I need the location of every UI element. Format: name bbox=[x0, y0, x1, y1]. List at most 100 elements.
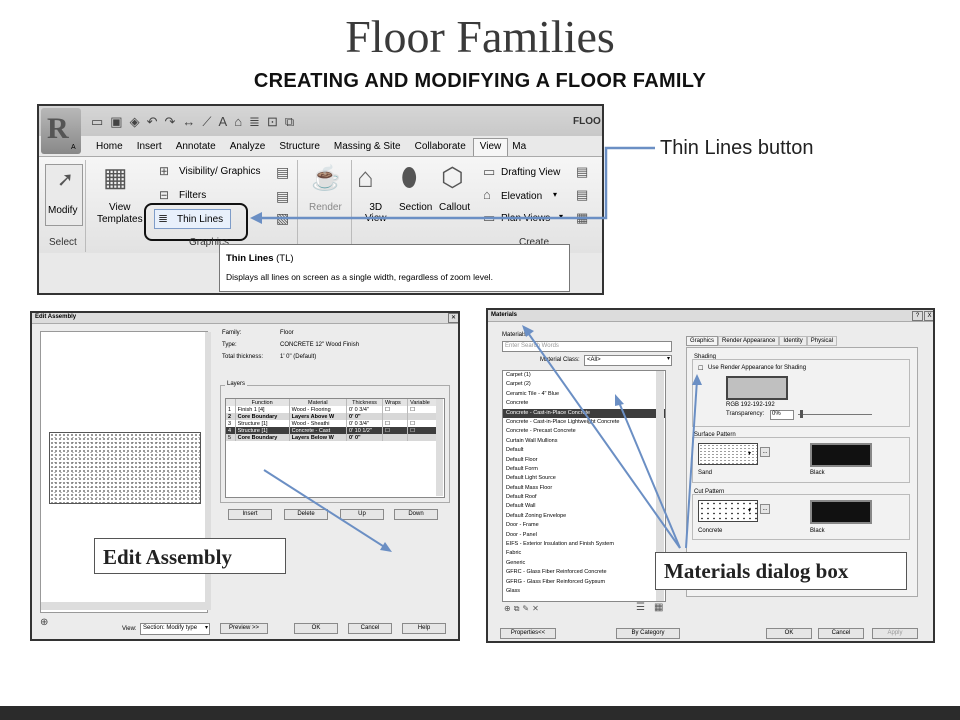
insert-button[interactable]: Insert bbox=[228, 509, 272, 520]
properties-button[interactable]: Properties<< bbox=[500, 628, 556, 639]
variable-checkbox[interactable]: ☐ bbox=[407, 420, 438, 427]
material-class-select[interactable]: <All> ▾ bbox=[584, 355, 672, 366]
undo-icon[interactable]: ↶ bbox=[146, 114, 165, 129]
list-item[interactable]: Default Floor bbox=[506, 456, 538, 463]
ok-button[interactable]: OK bbox=[766, 628, 812, 639]
row-function[interactable]: Core Boundary bbox=[235, 434, 290, 441]
list-item[interactable]: Default bbox=[506, 447, 524, 454]
list-item[interactable]: Door - Panel bbox=[506, 531, 537, 538]
row-material[interactable]: Wood - Flooring bbox=[289, 406, 348, 413]
search-input[interactable]: Enter Search Words bbox=[502, 341, 672, 352]
list-item[interactable]: Carpet (1) bbox=[506, 372, 531, 378]
list-item[interactable]: Ceramic Tile - 4" Blue bbox=[506, 390, 559, 397]
thin-lines-qat-icon[interactable]: ≣ bbox=[249, 114, 267, 129]
elevation-dropdown-icon[interactable]: ▾ bbox=[553, 190, 558, 199]
down-button[interactable]: Down bbox=[394, 509, 438, 520]
elevation-button[interactable]: Elevation bbox=[501, 191, 543, 202]
row-thickness[interactable]: 0' 0 3/4" bbox=[346, 406, 383, 413]
pattern-dropdown-icon[interactable]: ▾ bbox=[748, 508, 752, 514]
list-item[interactable]: Default Roof bbox=[506, 494, 537, 501]
tab-insert[interactable]: Insert bbox=[136, 141, 162, 152]
view-templates-button[interactable]: View Templates bbox=[97, 202, 143, 225]
visibility-graphics-button[interactable]: Visibility/ Graphics bbox=[179, 166, 261, 177]
transparency-input[interactable]: 0% bbox=[770, 410, 794, 420]
help-button[interactable]: Help bbox=[402, 623, 446, 634]
close-icon[interactable]: ✕ bbox=[448, 313, 458, 323]
row-material[interactable]: Concrete - Cast bbox=[289, 427, 348, 434]
variable-checkbox[interactable]: ☐ bbox=[407, 406, 438, 413]
switch-windows-icon[interactable]: ⧉ bbox=[284, 114, 302, 129]
transparency-slider[interactable] bbox=[798, 414, 872, 415]
up-button[interactable]: Up bbox=[340, 509, 384, 520]
section-button[interactable]: Section bbox=[399, 202, 433, 213]
row-function[interactable]: Structure [1] bbox=[235, 420, 290, 427]
drafting-view-button[interactable]: Drafting View bbox=[501, 167, 561, 178]
tab-identity[interactable]: Identity bbox=[779, 336, 807, 346]
measure-icon[interactable]: ↔ bbox=[182, 114, 203, 129]
open-icon[interactable]: ▭ bbox=[91, 114, 111, 129]
tab-analyze[interactable]: Analyze bbox=[229, 141, 266, 152]
zoom-icon[interactable]: ⊕ bbox=[40, 617, 49, 628]
surface-pattern-more-button[interactable]: ... bbox=[760, 447, 770, 457]
tab-manage[interactable]: Ma bbox=[512, 141, 527, 152]
view-select[interactable]: Section: Modify type ▾ bbox=[140, 623, 210, 635]
wraps-checkbox[interactable]: ☐ bbox=[382, 420, 409, 427]
sand-pattern-swatch[interactable] bbox=[698, 443, 758, 465]
table-row[interactable]: 2 Core Boundary Layers Above W 0' 0" bbox=[226, 413, 438, 420]
list-view-icon[interactable]: ☰ bbox=[636, 602, 645, 613]
preview-hscroll[interactable] bbox=[41, 602, 211, 610]
table-row[interactable]: 5 Core Boundary Layers Below W 0' 0" bbox=[226, 434, 438, 441]
row-material[interactable]: Layers Below W bbox=[289, 434, 348, 441]
row-thickness[interactable]: 0' 0 3/4" bbox=[346, 420, 383, 427]
wraps-checkbox[interactable]: ☐ bbox=[382, 427, 409, 434]
list-item[interactable]: Curtain Wall Mullions bbox=[506, 437, 558, 444]
tab-collaborate[interactable]: Collaborate bbox=[414, 141, 466, 152]
shading-color-swatch[interactable] bbox=[726, 376, 788, 400]
grid-view-icon[interactable]: ▦ bbox=[654, 602, 664, 613]
list-item[interactable]: Concrete - Cast-in-Place Lightweight Con… bbox=[506, 418, 620, 425]
close-icon[interactable]: X bbox=[924, 311, 933, 321]
row-thickness[interactable]: 0' 0" bbox=[346, 413, 383, 420]
tab-massing-site[interactable]: Massing & Site bbox=[333, 141, 401, 152]
plan-views-dropdown-icon[interactable]: ▾ bbox=[559, 212, 564, 221]
plan-views-button[interactable]: Plan Views bbox=[501, 213, 551, 224]
help-icon[interactable]: ? bbox=[912, 311, 923, 321]
dimension-icon[interactable]: ⟋ bbox=[202, 114, 219, 129]
save-icon[interactable]: ▣ bbox=[110, 114, 130, 129]
apply-button[interactable]: Apply bbox=[872, 628, 918, 639]
list-item[interactable]: Fabric bbox=[506, 550, 522, 557]
list-item[interactable]: EIFS - Exterior Insulation and Finish Sy… bbox=[506, 541, 614, 548]
delete-button[interactable]: Delete bbox=[284, 509, 328, 520]
cut-color-swatch[interactable] bbox=[810, 500, 872, 524]
table-row[interactable]: 1 Finish 1 [4] Wood - Flooring 0' 0 3/4"… bbox=[226, 406, 438, 413]
ok-button[interactable]: OK bbox=[294, 623, 338, 634]
list-item[interactable]: GFRC - Glass Fiber Reinforced Concrete bbox=[506, 569, 607, 576]
pattern-dropdown-icon[interactable]: ▾ bbox=[748, 451, 752, 457]
list-item[interactable]: Concrete bbox=[506, 400, 529, 407]
list-item[interactable]: Door - Frame bbox=[506, 522, 539, 529]
row-thickness[interactable]: 0' 10 1/2" bbox=[346, 427, 383, 434]
list-item-selected[interactable]: Concrete - Cast-in-Place Concrete bbox=[503, 408, 665, 418]
callout-button[interactable]: Callout bbox=[439, 202, 471, 213]
list-item[interactable]: Glass bbox=[506, 587, 521, 594]
list-item[interactable]: Concrete - Precast Concrete bbox=[506, 428, 576, 435]
row-function[interactable]: Core Boundary bbox=[235, 413, 290, 420]
duplicate-icon[interactable]: ⧉ bbox=[513, 604, 523, 613]
rename-icon[interactable]: ✎ bbox=[522, 604, 533, 613]
cancel-button[interactable]: Cancel bbox=[348, 623, 392, 634]
row-material[interactable]: Wood - Sheathi bbox=[289, 420, 348, 427]
new-material-icon[interactable]: ⊕ bbox=[504, 604, 514, 613]
preview-vscroll[interactable] bbox=[205, 332, 211, 602]
table-row-selected[interactable]: 4 Structure [1] Concrete - Cast 0' 10 1/… bbox=[226, 427, 438, 434]
tab-structure[interactable]: Structure bbox=[279, 141, 320, 152]
variable-checkbox[interactable]: ☐ bbox=[407, 427, 438, 434]
app-button[interactable]: R A bbox=[41, 108, 81, 154]
close-hidden-icon[interactable]: ⊡ bbox=[266, 114, 285, 129]
row-thickness[interactable]: 0' 0" bbox=[346, 434, 383, 441]
tab-physical[interactable]: Physical bbox=[806, 336, 838, 346]
home-icon[interactable]: ⌂ bbox=[234, 114, 250, 129]
row-material[interactable]: Layers Above W bbox=[289, 413, 348, 420]
tag-icon[interactable]: A bbox=[218, 114, 235, 129]
list-item[interactable]: Default Light Source bbox=[506, 475, 556, 482]
cube-icon[interactable]: ◈ bbox=[129, 114, 147, 129]
